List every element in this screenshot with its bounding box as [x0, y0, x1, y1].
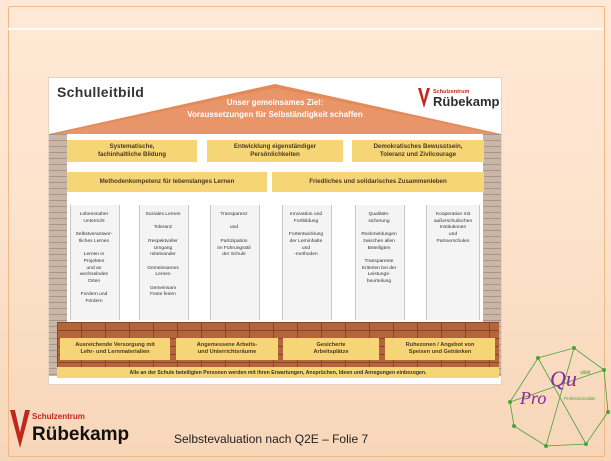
logo-small-line2: Rübekamp	[433, 94, 500, 109]
roof	[49, 84, 501, 134]
bottom-logo-line1: Schulzentrum	[32, 412, 85, 421]
pillar-5-text: Qualitäts- sicherung Rückmeldungen zwisc…	[361, 212, 397, 285]
pillar-3	[210, 205, 260, 320]
goal-1: Systematische, fachinhaltliche Bildung	[67, 140, 197, 162]
pillar-3-text: Transparenz und Partizipation im Führung…	[217, 212, 251, 258]
slide-frame	[8, 6, 605, 457]
pillar-4-text: Innovation und Fortbildung Fortentwicklu…	[288, 212, 324, 258]
roof-goal-line2: Voraussetzungen für Selbständigkeit scha…	[187, 110, 363, 119]
proq-small1-text: alität	[580, 370, 591, 376]
competence-2: Friedliches und solidarisches Zusammenle…	[272, 172, 484, 192]
slide-footer: Selbstevaluation nach Q2E – Folie 7	[174, 432, 369, 446]
foundation-3: Gesicherte Arbeitsplätze	[283, 338, 379, 360]
goal-2: Entwicklung eigenständiger Persönlichkei…	[207, 140, 343, 162]
roof-goal: Unser gemeinsames Ziel: Voraussetzungen …	[120, 97, 430, 121]
pillar-2-text: Soziales Lernen Toleranz Respektvoller U…	[145, 212, 181, 298]
slide-top-line	[8, 28, 603, 30]
base-bar: Alle an der Schule beteiligten Personen …	[57, 367, 499, 378]
proq-qu-text: Qu	[550, 366, 577, 391]
left-wall	[49, 134, 67, 376]
goal-3: Demokratisches Bewusstsein, Toleranz und…	[352, 140, 484, 162]
competence-1: Methodenkompetenz für lebenslanges Lerne…	[67, 172, 267, 192]
rubekamp-logo-mark-icon	[10, 410, 30, 448]
proq-nodes-icon	[508, 346, 610, 448]
pillar-4	[282, 205, 332, 320]
pillar-1	[70, 205, 120, 320]
foundation-4: Ruhezonen / Angebot von Speisen und Getr…	[385, 338, 495, 360]
proq-small2-text: Professionalität	[564, 396, 596, 401]
pillar-6-text: Kooperation mit außerschulischen Institu…	[433, 212, 473, 244]
rubekamp-mark-icon	[418, 88, 430, 108]
pillar-1-text: Lebensnaher Unterricht Selbstverantwor- …	[75, 212, 113, 305]
proq-pro-text: Pro	[519, 388, 546, 408]
bottom-logo-line2: Rübekamp	[32, 424, 130, 445]
pillar-6	[426, 205, 480, 320]
foundation-2: Angemessene Arbeits- und Unterrichtsräum…	[176, 338, 278, 360]
right-wall	[483, 134, 501, 376]
foundation-1: Ausreichende Versorgung mit Lehr- und Le…	[60, 338, 170, 360]
pillar-2	[139, 205, 189, 320]
roof-goal-line1: Unser gemeinsames Ziel:	[226, 98, 324, 107]
logo-small-line1: Schulzentrum	[433, 89, 470, 95]
rubekamp-logo-small: Schulzentrum Rübekamp	[418, 88, 499, 112]
proqualitaet-logo: Pro Qu alität Professionalität	[508, 346, 610, 448]
panel-title: Schulleitbild	[57, 84, 145, 100]
rubekamp-logo: Schulzentrum Rübekamp	[10, 406, 150, 454]
pillar-5	[355, 205, 405, 320]
